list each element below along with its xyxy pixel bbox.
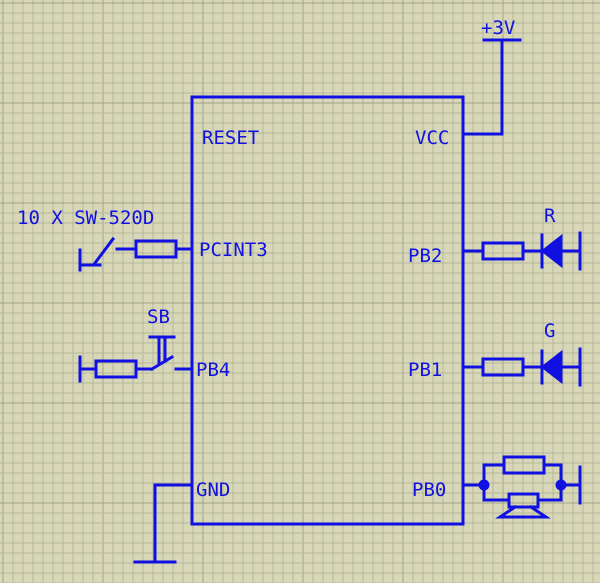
pin-label-pcint3: PCINT3 — [199, 239, 268, 261]
push-button-circuit: SB — [78, 306, 194, 383]
supply-3v: +3V — [461, 17, 522, 136]
supply-label: +3V — [481, 17, 515, 39]
led-red-label: R — [544, 205, 556, 227]
pin-label-pb4: PB4 — [196, 359, 230, 381]
buzzer-circuit — [461, 455, 582, 519]
resistor-pb0 — [502, 455, 546, 475]
switch-contact — [92, 236, 116, 266]
ground-symbol — [133, 483, 194, 564]
pin-label-reset: RESET — [202, 127, 259, 149]
led-red-triangle — [540, 233, 563, 269]
switch-label: 10 X SW-520D — [17, 207, 154, 229]
button-label: SB — [147, 306, 170, 328]
buzzer-base — [495, 504, 551, 519]
button-contact — [149, 354, 175, 372]
pin-label-pb0: PB0 — [412, 479, 446, 501]
led-green-circuit: G — [461, 320, 582, 387]
tilt-switch-circuit: 10 X SW-520D — [17, 207, 194, 272]
mcu-body — [190, 95, 465, 526]
led-red-circuit: R — [461, 205, 582, 271]
pin-label-pb2: PB2 — [408, 245, 442, 267]
pin-label-vcc: VCC — [415, 127, 449, 149]
led-green-triangle — [540, 349, 563, 385]
pin-label-gnd: GND — [196, 479, 230, 501]
led-green-label: G — [544, 320, 555, 342]
pin-label-pb1: PB1 — [408, 359, 442, 381]
